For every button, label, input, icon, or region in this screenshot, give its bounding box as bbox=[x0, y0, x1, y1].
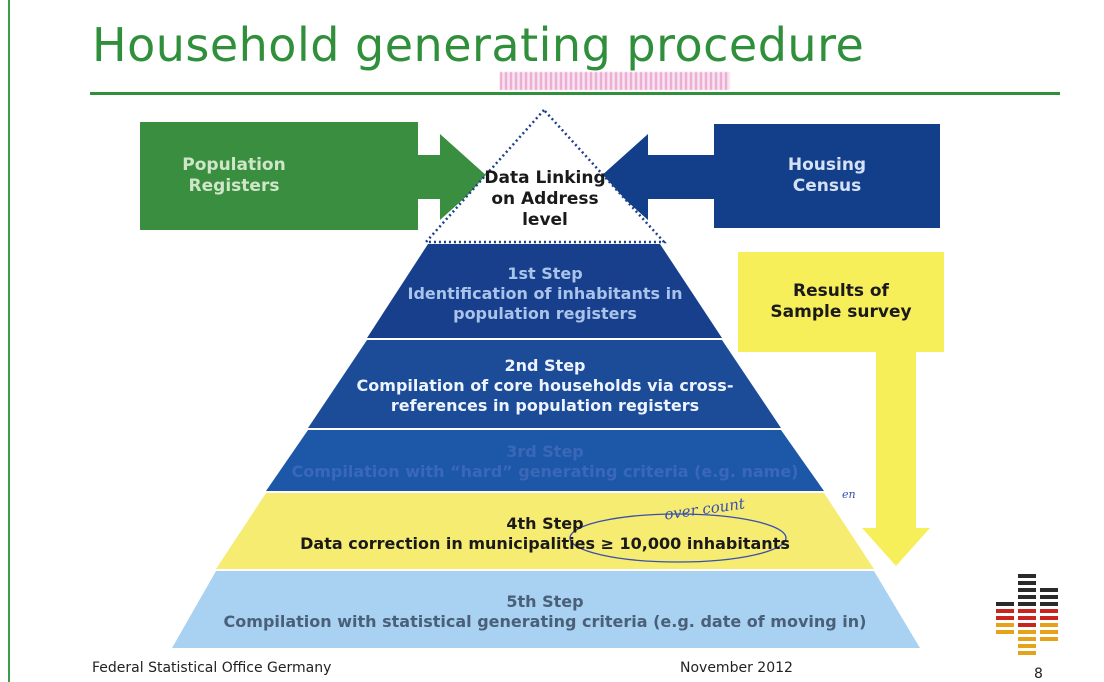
population-registers-box: Population Registers bbox=[140, 122, 418, 230]
apex-text: Data Linking on Address level bbox=[484, 168, 606, 230]
apex-label: Data Linking on Address level bbox=[480, 168, 610, 231]
population-registers-label: Population Registers bbox=[182, 155, 286, 196]
footer-organization: Federal Statistical Office Germany bbox=[92, 660, 332, 676]
step4-text: 4th Step Data correction in municipaliti… bbox=[300, 514, 790, 554]
step4-desc: Data correction in municipalities ≥ 10,0… bbox=[300, 534, 790, 553]
handwritten-circle bbox=[569, 513, 787, 563]
step4-title: 4th Step bbox=[506, 514, 584, 533]
step5-desc: Compilation with statistical generating … bbox=[223, 612, 867, 631]
housing-census-box: Housing Census bbox=[714, 124, 940, 228]
housing-census-label: Housing Census bbox=[787, 155, 867, 196]
scan-smudge bbox=[500, 72, 730, 90]
step3-title: 3rd Step bbox=[506, 442, 584, 461]
page-title: Household generating procedure bbox=[92, 18, 865, 72]
step1-title: 1st Step bbox=[507, 264, 583, 283]
census-arrow bbox=[600, 134, 716, 220]
step3-text: 3rd Step Compilation with “hard” generat… bbox=[292, 442, 799, 482]
logo-col1 bbox=[996, 602, 1014, 634]
apex-triangle bbox=[423, 108, 667, 244]
margin-mark: en bbox=[842, 488, 856, 501]
step1-layer bbox=[367, 244, 722, 338]
step3-desc: Compilation with “hard” generating crite… bbox=[291, 462, 799, 481]
title-underline bbox=[90, 92, 1060, 95]
step2-layer bbox=[308, 340, 781, 428]
survey-arrow bbox=[862, 352, 930, 566]
registers-arrow bbox=[410, 134, 488, 220]
logo-col3 bbox=[1040, 588, 1058, 641]
step2-desc: Compilation of core households via cross… bbox=[356, 376, 734, 415]
logo-col2 bbox=[1018, 574, 1036, 655]
step5-text: 5th Step Compilation with statistical ge… bbox=[224, 592, 867, 632]
step5-title: 5th Step bbox=[506, 592, 584, 611]
page-number: 8 bbox=[1034, 666, 1043, 682]
footer-date: November 2012 bbox=[680, 660, 793, 676]
step3-layer bbox=[266, 430, 824, 491]
step1-text: 1st Step Identification of inhabitants i… bbox=[405, 264, 685, 324]
left-margin-rule bbox=[8, 0, 10, 682]
step2-title: 2nd Step bbox=[504, 356, 586, 375]
step2-text: 2nd Step Compilation of core households … bbox=[335, 356, 755, 416]
sample-survey-box: Results of Sample survey bbox=[738, 252, 944, 352]
step4-layer bbox=[216, 493, 874, 569]
sample-survey-label: Results of Sample survey bbox=[770, 281, 912, 322]
step1-desc: Identification of inhabitants in populat… bbox=[407, 284, 683, 323]
destatis-logo bbox=[996, 574, 1058, 655]
step5-layer bbox=[172, 571, 920, 648]
